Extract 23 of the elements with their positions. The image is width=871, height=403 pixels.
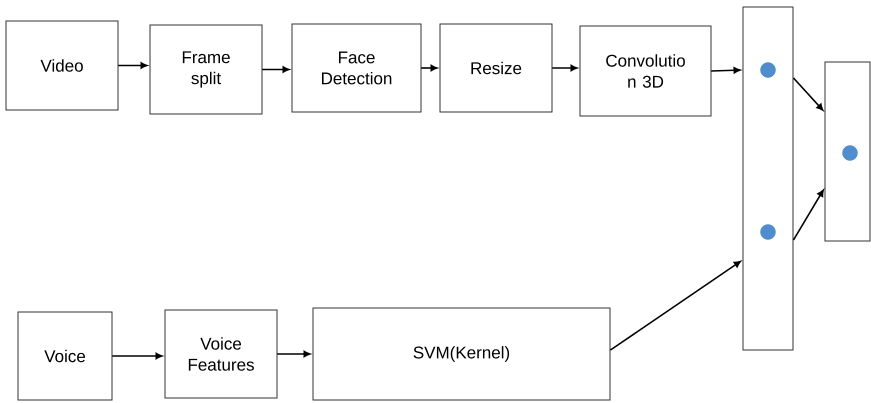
neuron-circle [760, 62, 776, 78]
neuron-circle [842, 145, 858, 161]
process-box: Convolutio n 3D [580, 26, 712, 116]
output-box [824, 62, 870, 242]
arrow [610, 260, 741, 351]
process-box: Video [6, 20, 118, 110]
process-box: Face Detection [292, 24, 422, 112]
neuron-circle [760, 224, 776, 240]
process-box: SVM(Kernel) [312, 308, 610, 400]
arrow [112, 352, 162, 360]
arrow [552, 64, 578, 72]
process-box: Resize [440, 24, 552, 112]
process-box: Voice Features [164, 310, 278, 398]
arrow [278, 350, 310, 358]
process-box: Voice [18, 312, 112, 400]
arrow [262, 66, 290, 73]
arrow [118, 62, 148, 69]
process-box: Frame split [150, 24, 262, 114]
arrow [711, 66, 740, 74]
arrow [792, 190, 824, 240]
layer-box [742, 6, 794, 350]
arrow [422, 64, 438, 72]
arrow [792, 77, 824, 111]
